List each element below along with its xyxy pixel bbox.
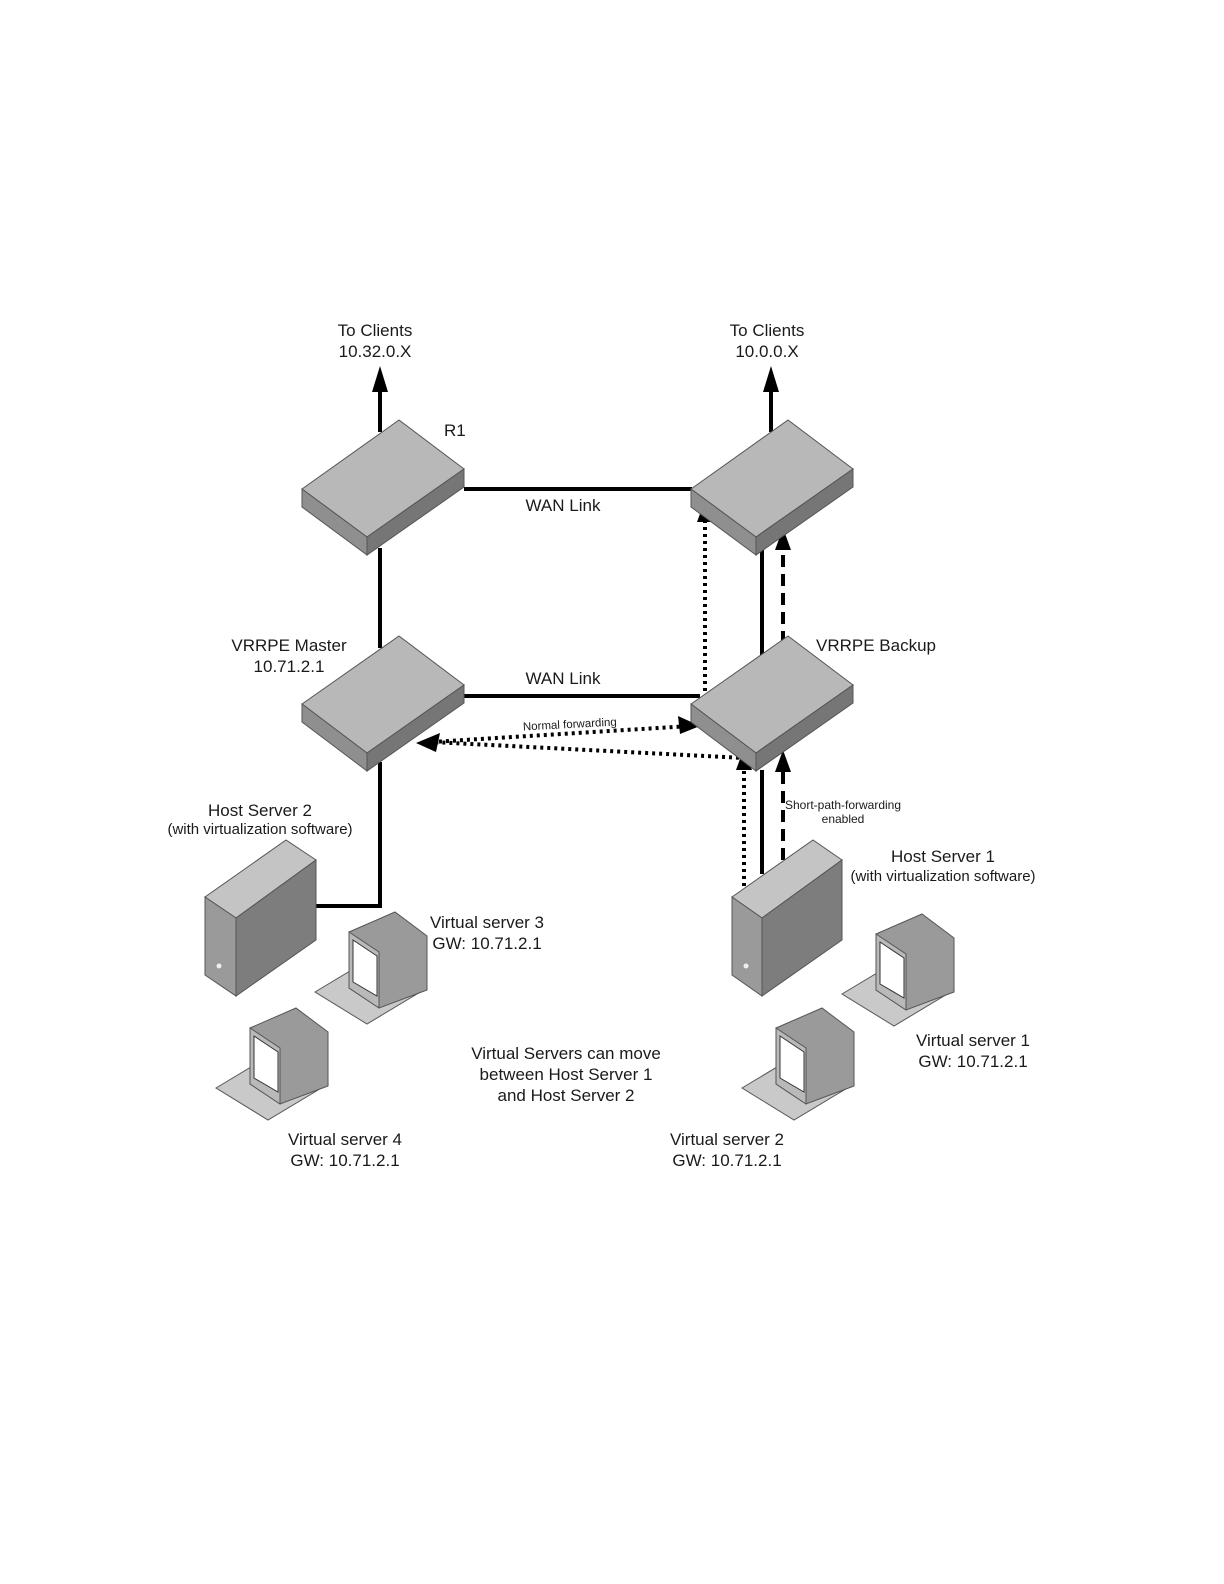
screen — [779, 1035, 805, 1093]
virtual-server-1-line2: GW: 10.71.2.1 — [918, 1052, 1027, 1071]
virtual-server-1-line1: Virtual server 1 — [916, 1031, 1030, 1050]
note-line2: between Host Server 1 — [480, 1065, 653, 1084]
to-clients-left-line1: To Clients — [338, 321, 413, 340]
virtual-server-4-line1: Virtual server 4 — [288, 1130, 402, 1149]
host-server-1-line2: (with virtualization software) — [850, 868, 1035, 885]
virtual-server-3-line1: Virtual server 3 — [430, 913, 544, 932]
uplink-right-arrowhead — [763, 366, 779, 392]
wan-link-bottom-label: WAN Link — [526, 669, 601, 688]
host-server-2-line1: Host Server 2 — [208, 801, 312, 820]
to-clients-right-line2: 10.0.0.X — [735, 342, 798, 361]
arrowhead-short-path-upper — [775, 528, 791, 550]
solid-links — [316, 366, 779, 908]
switch-backup-front-right — [755, 684, 854, 772]
virtual-server-4-computer[interactable] — [215, 1007, 329, 1121]
arrowhead-to-backup — [678, 716, 700, 734]
r1-label: R1 — [444, 421, 466, 440]
router-r1[interactable] — [301, 419, 465, 556]
host-server-1-line1: Host Server 1 — [891, 847, 995, 866]
labels: To Clients 10.32.0.X To Clients 10.0.0.X… — [167, 321, 1035, 1170]
virtual-server-4-line2: GW: 10.71.2.1 — [290, 1151, 399, 1170]
switch-master-front-right — [366, 684, 465, 772]
normal-forwarding-path-a — [431, 740, 746, 886]
host1-side — [761, 859, 843, 997]
virtual-server-2-computer[interactable] — [741, 1007, 855, 1121]
to-clients-right-line1: To Clients — [730, 321, 805, 340]
normal-forwarding-label: Normal forwarding — [523, 717, 617, 734]
host-server-1-tower[interactable] — [731, 839, 843, 997]
screen — [352, 939, 378, 997]
router-r2-front-right — [755, 468, 854, 556]
vrrpe-master-line1: VRRPE Master — [231, 636, 347, 655]
switch-vrrpe-master[interactable] — [301, 635, 465, 773]
virtual-server-1-computer[interactable] — [841, 913, 955, 1027]
note-line1: Virtual Servers can move — [471, 1044, 661, 1063]
virtual-server-3-computer[interactable] — [314, 911, 428, 1025]
screen — [879, 941, 905, 999]
virtual-server-3-line2: GW: 10.71.2.1 — [432, 934, 541, 953]
flow-arrowheads — [416, 500, 791, 772]
host1-power-led — [743, 963, 749, 969]
master-to-host2-line — [316, 762, 382, 908]
screen — [253, 1035, 279, 1093]
switch-vrrpe-backup[interactable] — [690, 635, 854, 773]
arrowhead-short-path-lower — [775, 750, 791, 772]
host2-side — [235, 859, 317, 997]
wan-link-top-label: WAN Link — [526, 496, 601, 515]
arrowhead-to-master — [416, 733, 440, 752]
virtual-server-2-line2: GW: 10.71.2.1 — [672, 1151, 781, 1170]
router-r2[interactable] — [690, 419, 854, 556]
router-r1-front-right — [366, 468, 465, 556]
virtual-server-2-line1: Virtual server 2 — [670, 1130, 784, 1149]
normal-forwarding-path-b — [431, 724, 691, 744]
uplink-left-arrowhead — [372, 366, 388, 392]
vrrpe-master-line2: 10.71.2.1 — [254, 657, 325, 676]
short-path-line1: Short-path-forwarding — [785, 798, 901, 812]
host2-power-led — [216, 963, 222, 969]
short-path-line2: enabled — [822, 812, 865, 826]
to-clients-left-line2: 10.32.0.X — [339, 342, 412, 361]
host-server-2-line2: (with virtualization software) — [167, 821, 352, 838]
vrrpe-backup-label: VRRPE Backup — [816, 636, 936, 655]
host-server-2-tower[interactable] — [204, 839, 317, 997]
note-line3: and Host Server 2 — [497, 1086, 634, 1105]
